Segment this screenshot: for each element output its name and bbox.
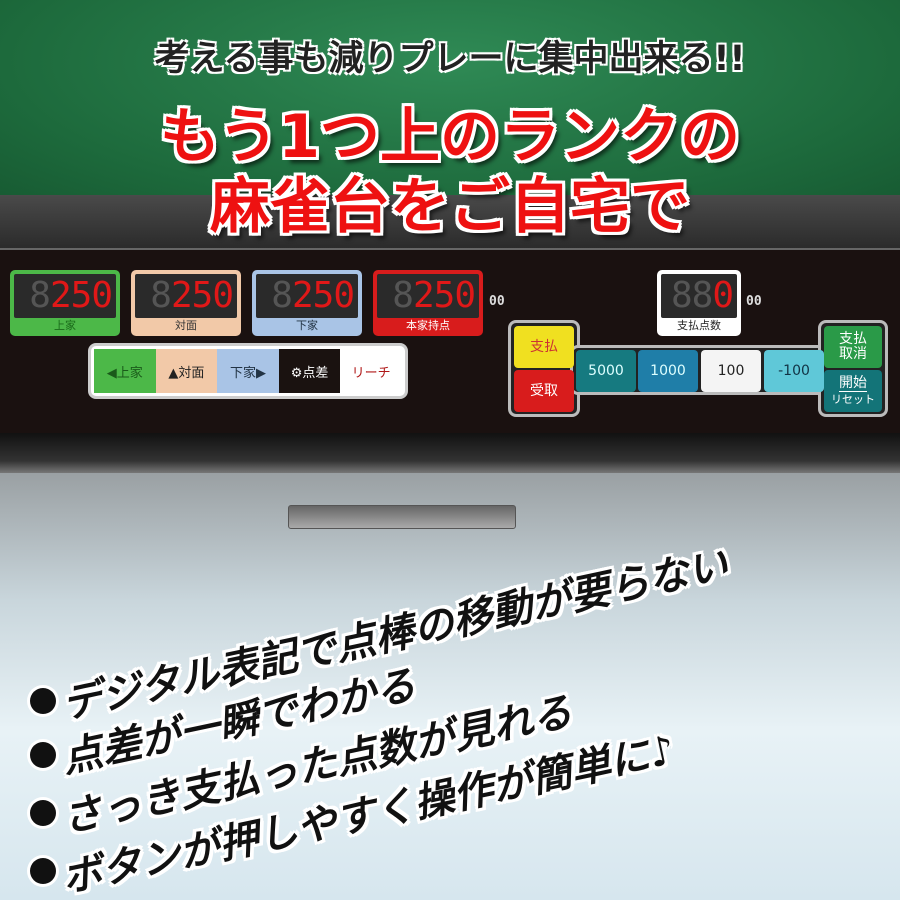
cancel-payment-button[interactable]: 支払 取消 [824, 326, 882, 368]
payment-display-label: 支払点数 [677, 319, 721, 332]
drawer-slot [288, 505, 516, 529]
bullet-icon [30, 858, 56, 884]
score-label: 下家 [296, 319, 318, 332]
receive-button[interactable]: 受取 [514, 370, 574, 412]
reset-label: リセット [831, 392, 875, 406]
score-screen: 8250 [135, 274, 237, 318]
bullet-icon [30, 688, 56, 714]
button-shimocha[interactable]: 下家▶ [217, 349, 279, 393]
start-reset-button[interactable]: 開始 リセット [824, 370, 882, 412]
button-kamicha[interactable]: ◀上家 [94, 349, 156, 393]
payment-display: 880 支払点数 [657, 270, 741, 336]
pay-button[interactable]: 支払 [514, 326, 574, 368]
direction-button-bar: ◀上家 ▲対面 下家▶ ⚙点差 リーチ [88, 343, 408, 399]
bullet-icon [30, 800, 56, 826]
button-toimen[interactable]: ▲対面 [155, 349, 218, 393]
button-point-diff[interactable]: ⚙点差 [278, 349, 341, 393]
payment-suffix: 00 [746, 294, 762, 309]
table-frame [0, 195, 900, 250]
score-screen: 8250 [14, 274, 116, 318]
suffix-zeros: 00 [489, 294, 505, 309]
headline-line1: 考える事も減りプレーに集中出来る!! [154, 39, 746, 79]
amount-100-button[interactable]: 100 [701, 350, 761, 392]
amount-5000-button[interactable]: 5000 [576, 350, 636, 392]
button-riichi[interactable]: リーチ [340, 349, 402, 393]
headline-line2: もう1つ上のランクの [160, 102, 740, 172]
bullet-icon [30, 742, 56, 768]
score-label: 本家持点 [406, 319, 450, 332]
score-label: 対面 [175, 319, 197, 332]
panel-edge [0, 433, 900, 473]
amount-minus100-button[interactable]: -100 [764, 350, 824, 392]
headline-line3: 麻雀台をご自宅で [210, 172, 690, 242]
score-screen: 8250 [377, 274, 479, 318]
score-label: 上家 [54, 319, 76, 332]
table-body [0, 473, 900, 900]
amount-1000-button[interactable]: 1000 [638, 350, 698, 392]
table-felt [0, 0, 900, 205]
score-screen: 8250 [256, 274, 358, 318]
start-label: 開始 [839, 374, 867, 392]
